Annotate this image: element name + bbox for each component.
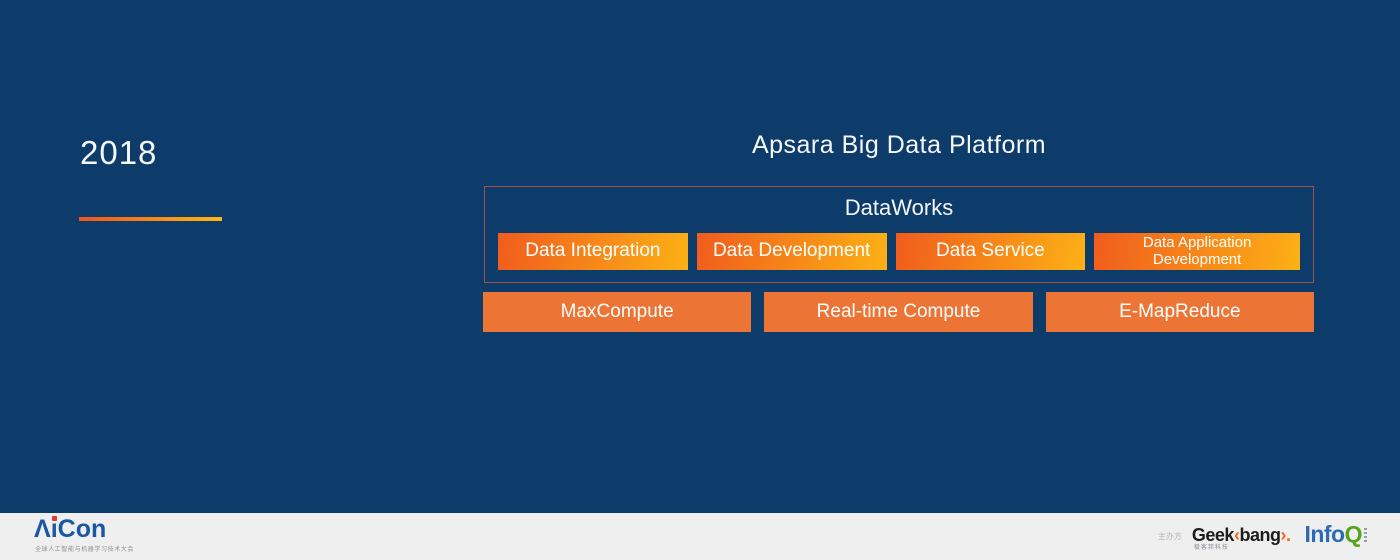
geekbang-text-geek: Geek — [1191, 525, 1235, 545]
aicon-tagline: 全球人工智能与机器学习技术大会 — [35, 547, 135, 553]
aicon-red-dot — [51, 516, 57, 521]
geekbang-subtitle: 极客邦科技 — [1193, 545, 1229, 551]
engine-maxcompute: MaxCompute — [483, 292, 752, 332]
year-label: 2018 — [80, 134, 158, 171]
year-underline-rule — [79, 217, 222, 221]
dataworks-container: DataWorks Data Integration Data Developm… — [484, 186, 1314, 283]
module-data-integration: Data Integration — [498, 233, 688, 270]
dataworks-label: DataWorks — [844, 195, 954, 220]
aicon-logo-rest: Con — [57, 515, 107, 543]
infoq-logo: InfoQ — [1304, 523, 1367, 546]
geekbang-text-bang: bang — [1239, 525, 1281, 545]
compute-engines-row: MaxCompute Real-time Compute E-MapReduce — [483, 292, 1314, 332]
aicon-logo-lambda: Λ — [34, 515, 51, 543]
engine-realtime-compute: Real-time Compute — [764, 292, 1033, 332]
geekbang-open-chevron-icon: ‹ — [1233, 525, 1240, 545]
dataworks-modules-row: Data Integration Data Development Data S… — [485, 233, 1313, 270]
geekbang-close-chevron-icon: ›. — [1280, 525, 1291, 545]
module-data-application-development: Data Application Development — [1094, 233, 1300, 270]
engine-e-mapreduce: E-MapReduce — [1045, 292, 1314, 332]
organizer-label: 主办方 — [1157, 532, 1182, 541]
aicon-logo-i: ı — [50, 515, 58, 543]
geekbang-logo: Geek‹bang›. 极客邦科技 — [1191, 525, 1291, 551]
module-data-service: Data Service — [895, 233, 1086, 270]
module-data-development: Data Development — [696, 233, 887, 270]
infoq-text-q: Q — [1344, 521, 1363, 547]
footer-organizer-logos: 主办方 Geek‹bang›. 极客邦科技 InfoQ — [1157, 523, 1367, 551]
slide-background: 2018 Apsara Big Data Platform DataWorks … — [0, 0, 1400, 513]
infoq-text-info: Info — [1304, 521, 1345, 547]
page-title: Apsara Big Data Platform — [751, 131, 1047, 159]
infoq-cn-mark-icon — [1364, 528, 1367, 542]
